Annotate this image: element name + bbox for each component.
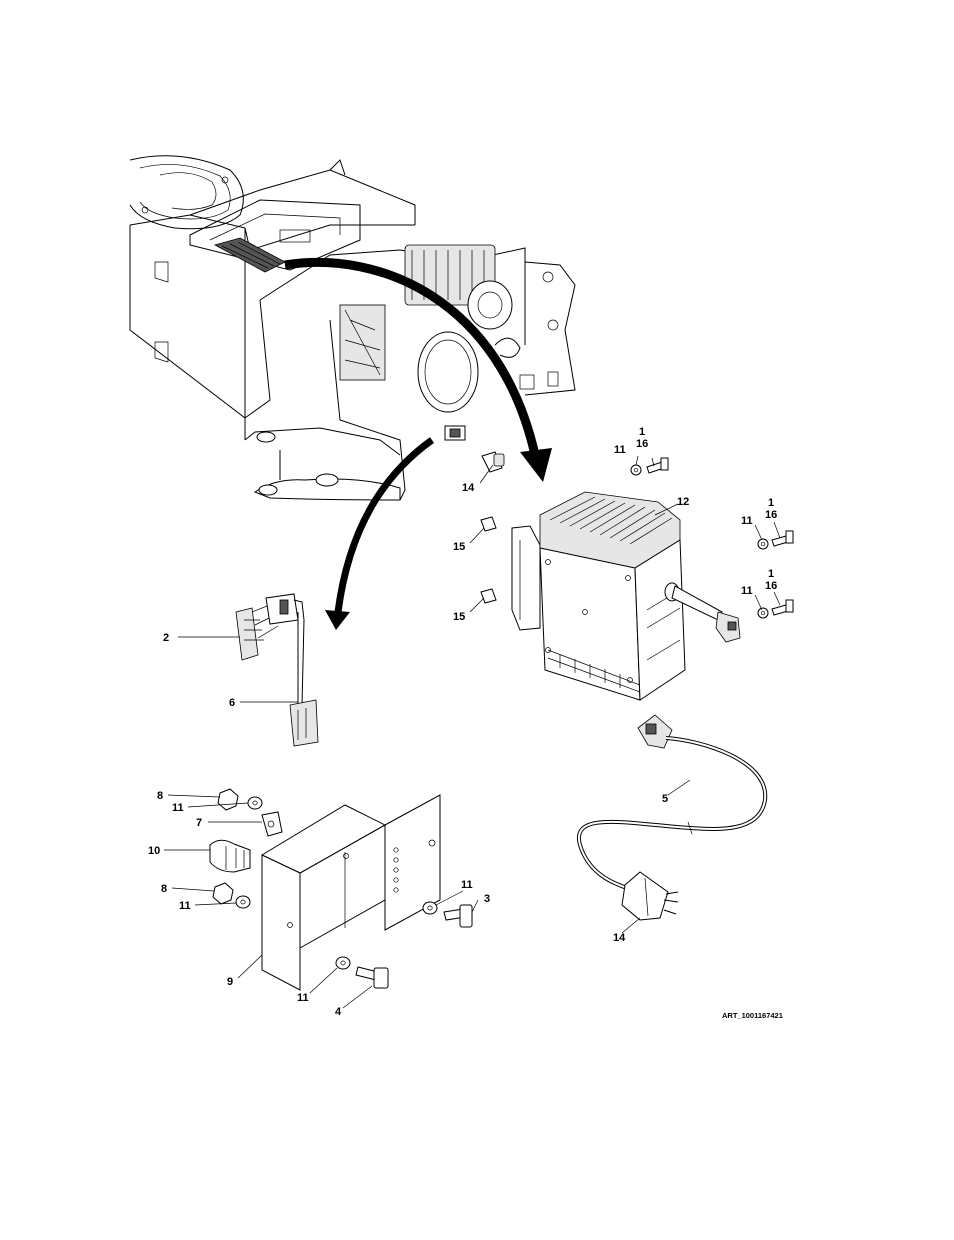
callout-8: 8 (161, 883, 167, 895)
callout-16: 16 (765, 509, 777, 521)
callout-12: 12 (677, 496, 689, 508)
callout-15: 15 (453, 611, 465, 623)
callout-14: 14 (462, 482, 475, 494)
callout-labels: 1 16 11 12 1 16 11 1 16 11 14 15 15 2 6 … (148, 426, 777, 1018)
callout-11: 11 (179, 900, 191, 912)
callout-16: 16 (636, 438, 648, 450)
chassis-drawing (129, 155, 576, 501)
assembly-arrows (284, 257, 552, 630)
connector-harness (235, 593, 319, 747)
callout-15: 15 (453, 541, 465, 553)
callout-3: 3 (484, 893, 490, 905)
callout-6: 6 (229, 697, 235, 709)
callout-11: 11 (297, 992, 309, 1004)
callout-11: 11 (614, 444, 626, 456)
enclosure-hardware (209, 788, 473, 989)
leader-lines (164, 455, 781, 1009)
callout-5: 5 (662, 793, 668, 805)
callout-4: 4 (335, 1006, 342, 1018)
callout-8: 8 (157, 790, 163, 802)
callout-11: 11 (741, 585, 753, 597)
charger-hardware (480, 457, 794, 619)
callout-16: 16 (765, 580, 777, 592)
art-id-label: ART_1001167421 (722, 1011, 783, 1020)
callout-1: 1 (639, 426, 645, 438)
callout-14: 14 (613, 932, 626, 944)
callout-11: 11 (172, 802, 184, 814)
callout-10: 10 (148, 845, 160, 857)
callout-2: 2 (163, 632, 169, 644)
callout-1: 1 (768, 497, 774, 509)
callout-1: 1 (768, 568, 774, 580)
callout-7: 7 (196, 817, 202, 829)
callout-9: 9 (227, 976, 233, 988)
callout-11: 11 (461, 879, 473, 891)
callout-11: 11 (741, 515, 753, 527)
power-cord (576, 714, 768, 921)
enclosure-box (260, 794, 441, 991)
battery-charger (511, 491, 741, 701)
